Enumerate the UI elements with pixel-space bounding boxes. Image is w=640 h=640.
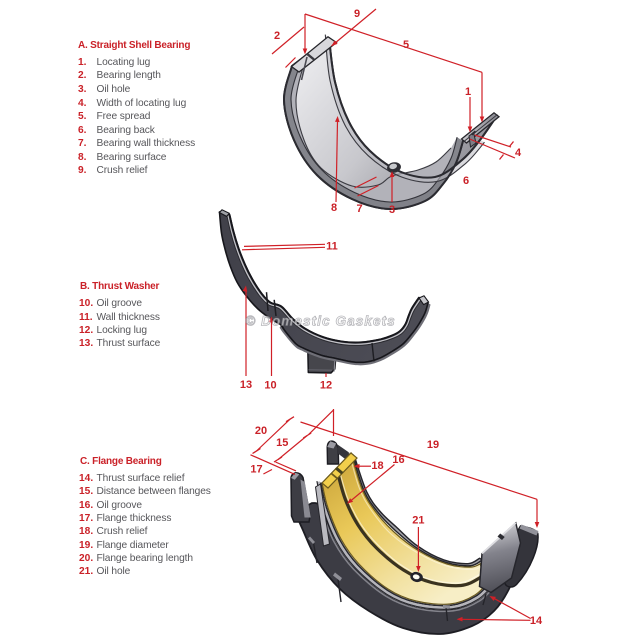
svg-text:2: 2 — [274, 30, 280, 42]
svg-text:11: 11 — [326, 241, 338, 253]
svg-text:19: 19 — [427, 439, 439, 451]
svg-text:1: 1 — [465, 86, 471, 98]
svg-text:9: 9 — [354, 8, 360, 20]
svg-text:5: 5 — [403, 39, 409, 51]
svg-text:3: 3 — [389, 204, 395, 216]
svg-text:4: 4 — [515, 147, 522, 159]
svg-text:13: 13 — [240, 379, 252, 391]
svg-text:14: 14 — [530, 615, 543, 627]
svg-text:12: 12 — [320, 380, 332, 392]
svg-text:© Domestic Gaskets: © Domestic Gaskets — [245, 314, 396, 329]
svg-text:7: 7 — [356, 203, 362, 215]
svg-text:8: 8 — [331, 202, 337, 214]
svg-text:17: 17 — [250, 464, 262, 476]
svg-text:10: 10 — [264, 380, 276, 392]
svg-text:18: 18 — [371, 460, 383, 472]
svg-text:20: 20 — [255, 425, 267, 437]
svg-text:15: 15 — [276, 437, 288, 449]
svg-text:16: 16 — [392, 454, 404, 466]
svg-text:6: 6 — [463, 175, 469, 187]
svg-text:21: 21 — [412, 515, 424, 527]
